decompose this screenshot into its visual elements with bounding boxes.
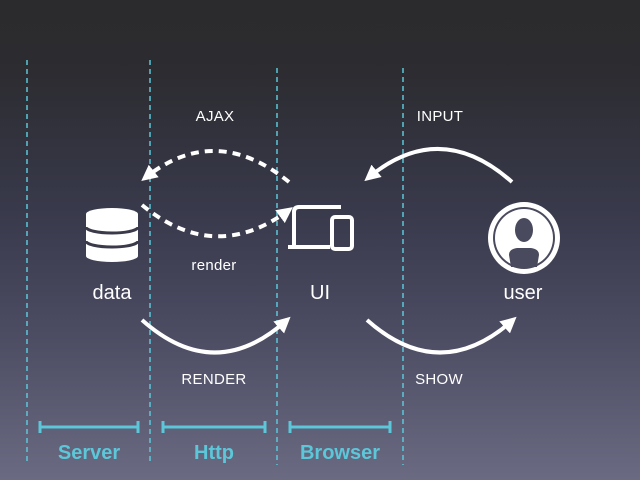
user-avatar-icon [488, 202, 560, 274]
input-arrow [364, 147, 514, 184]
ajax-arrow [141, 149, 291, 184]
devices-icon [288, 205, 354, 251]
http-layer-label: Http [194, 442, 234, 464]
render-label: RENDER [181, 371, 247, 388]
server-layer-label: Server [57, 442, 121, 464]
browser-layer-label: Browser [299, 442, 381, 464]
user-node-label: user [503, 282, 543, 304]
http-bar [161, 421, 267, 433]
data-node-label: data [92, 282, 132, 304]
render-arrow [140, 316, 291, 355]
render-dashed-arrow [140, 203, 293, 239]
database-icon [84, 208, 140, 262]
browser-bar [288, 421, 392, 433]
server-bar [38, 421, 140, 433]
render-dashed-label: render [191, 257, 237, 274]
show-arrow [365, 316, 517, 355]
ajax-label: AJAX [195, 108, 235, 125]
layer-bars [38, 421, 392, 433]
boundary-lines [26, 60, 404, 465]
input-label: INPUT [416, 108, 464, 125]
ui-node-label: UI [310, 282, 330, 304]
show-label: SHOW [415, 371, 463, 388]
